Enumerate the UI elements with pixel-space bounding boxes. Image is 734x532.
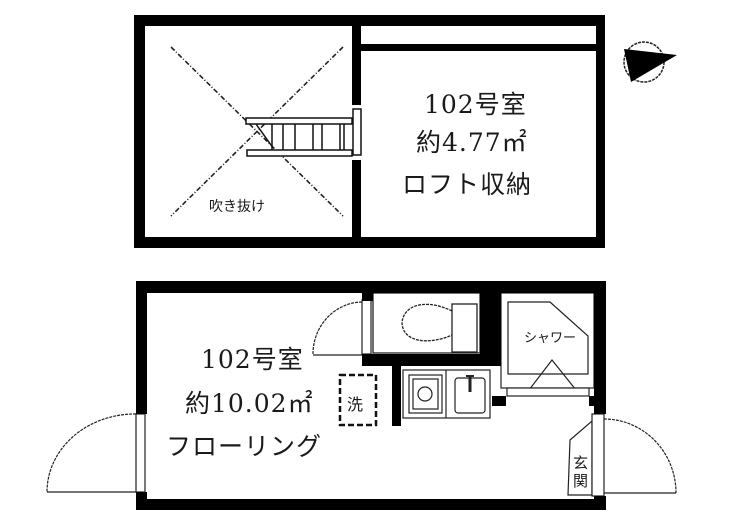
main-wall-right-upper	[594, 281, 606, 414]
entrance-label-2: 関	[573, 472, 589, 490]
toilet-wall-bottom	[362, 354, 492, 366]
shower-icon	[500, 292, 595, 397]
kitchen-wall-left	[392, 366, 401, 426]
loft-wall-left	[134, 15, 145, 248]
entrance-label-1: 玄	[573, 454, 589, 472]
toilet-wall-left	[362, 281, 373, 301]
toilet-icon	[372, 292, 481, 354]
loft-wall-top	[134, 15, 605, 26]
main-wall-left-upper	[136, 281, 147, 414]
loft-shelf-bar	[352, 44, 605, 51]
loft-area: 約4.77㎡	[416, 128, 528, 157]
void-cross-icon	[170, 46, 344, 217]
north-arrow-icon	[623, 41, 677, 83]
shower-label: シャワー	[524, 331, 577, 346]
main-wall-bottom	[136, 499, 606, 510]
loft-type: ロフト収納	[402, 170, 533, 199]
loft-wall-right	[596, 15, 605, 248]
shower-wall-bottom	[492, 396, 506, 406]
main-area: 約10.02㎡	[185, 389, 314, 418]
main-wall-left-lower	[136, 492, 147, 510]
toilet-wall-right	[480, 281, 501, 366]
loft-wall-bottom	[134, 237, 605, 248]
loft-room-number: 102号室	[424, 90, 527, 119]
shower-wall-right-bottom	[589, 396, 606, 406]
ladder-icon	[245, 108, 362, 157]
entrance-shoebox-icon	[567, 413, 605, 497]
loft-wall-middle-upper	[352, 15, 361, 105]
main-floor-type: フローリング	[166, 432, 323, 461]
washer-space-icon	[338, 373, 378, 427]
door-swing-icon	[46, 301, 677, 494]
loft-wall-middle-lower	[352, 160, 361, 248]
kitchen-counter-icon	[402, 369, 491, 419]
main-room-number: 102号室	[201, 345, 304, 374]
main-wall-right-lower	[594, 496, 606, 510]
void-label: 吹き抜け	[209, 199, 265, 215]
washer-label: 洗	[347, 395, 364, 414]
